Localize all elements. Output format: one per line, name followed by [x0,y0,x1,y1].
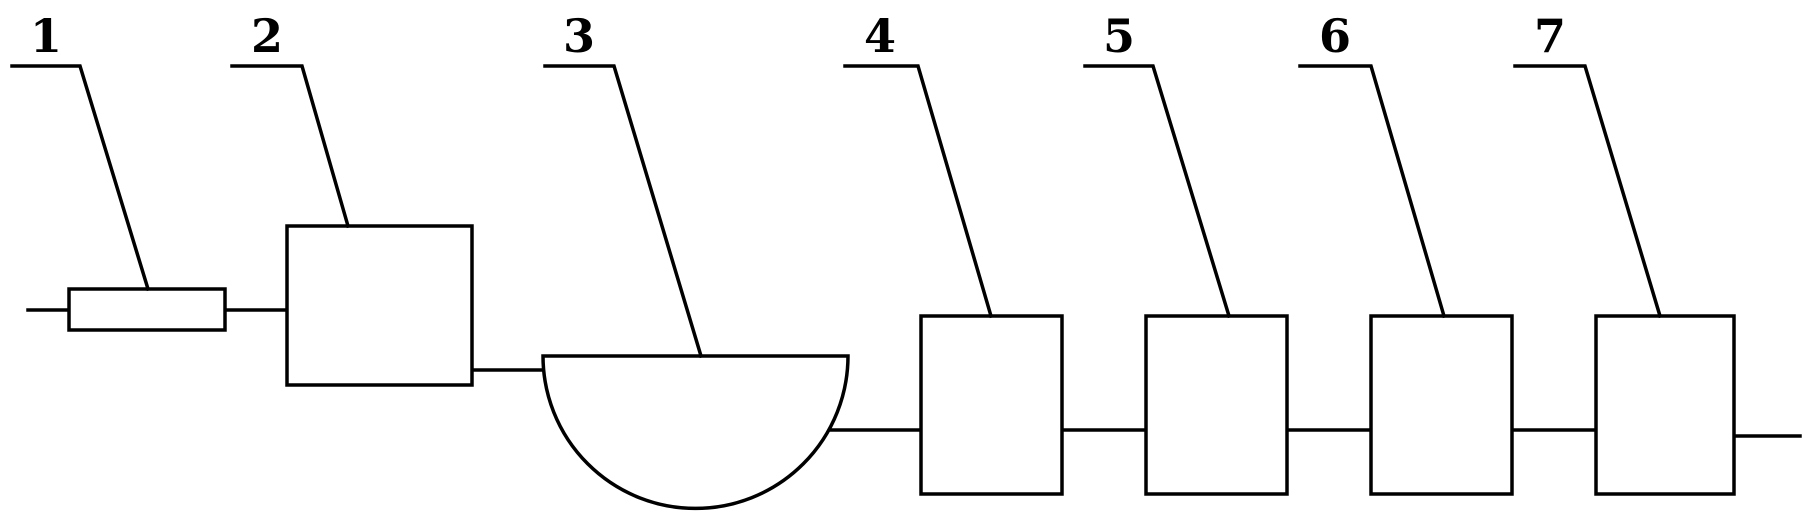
components [67,224,1736,511]
component-3-bowl [541,354,850,511]
part-label-6: 6 [1319,9,1351,63]
part-labels: 1 2 3 4 5 6 7 [30,9,1566,63]
leader-line-3 [543,64,704,359]
part-label-2: 2 [251,9,283,63]
part-label-3: 3 [563,9,595,63]
part-label-5: 5 [1103,9,1135,63]
leader-line-5 [1083,64,1232,319]
component-5-box [1144,314,1289,496]
leader-line-7 [1513,64,1663,319]
leader-line-4 [843,64,994,319]
component-2-box [285,224,474,387]
part-label-1: 1 [30,9,62,63]
part-label-7: 7 [1534,9,1566,63]
leader-lines [10,64,1663,359]
leader-line-1 [10,64,151,292]
connector-lines [26,308,1802,438]
component-7-box [1594,314,1736,496]
leader-line-6 [1298,64,1447,319]
component-6-box [1369,314,1514,496]
leader-line-2 [230,64,351,229]
component-1-cylinder [67,287,227,332]
component-4-box [919,314,1064,496]
part-label-4: 4 [864,9,896,63]
